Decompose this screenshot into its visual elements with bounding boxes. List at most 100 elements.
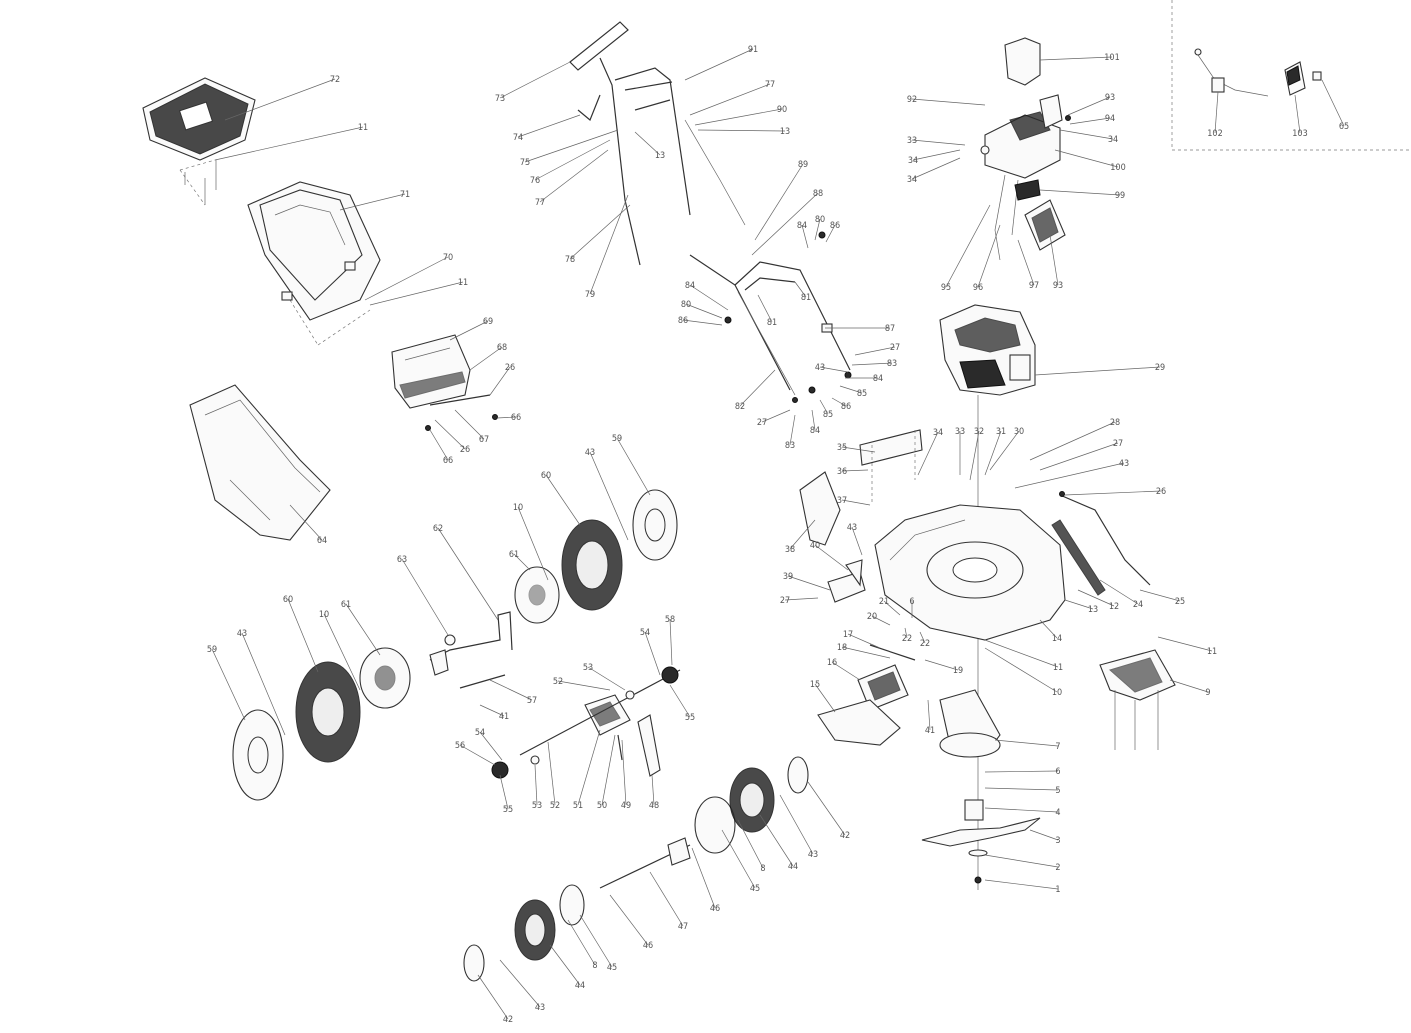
leader-line-85b: [819, 399, 829, 415]
leader-line-84a: [689, 284, 729, 311]
leader-line-75: [524, 129, 619, 163]
leader-line-60a: [287, 598, 319, 673]
part-callout-8a: 8: [592, 961, 597, 971]
leader-line-43d: [241, 632, 286, 736]
drive-belt: [617, 714, 661, 777]
leader-line-91: [684, 48, 754, 81]
leader-line-84d: [811, 409, 816, 431]
leader-line-39: [787, 575, 831, 591]
rear-flap-bracket: [859, 429, 923, 505]
part-callout-54a: 54: [640, 628, 650, 638]
part-callout-96: 96: [973, 283, 983, 293]
leader-line-53b: [534, 764, 538, 806]
part-callout-8b: 8: [760, 864, 765, 874]
rear-wheel-left: [232, 647, 411, 801]
leader-line-11b: [369, 281, 464, 306]
part-callout-27d: 27: [780, 596, 790, 606]
leader-line-62: [437, 527, 499, 621]
part-callout-68: 68: [497, 343, 507, 353]
leader-line-74: [517, 114, 581, 138]
leader-line-99: [1039, 189, 1121, 196]
part-callout-26b: 26: [460, 445, 470, 455]
leader-line-60b: [545, 474, 581, 526]
leader-line-59a: [211, 648, 246, 721]
leader-line-32: [969, 430, 980, 481]
leader-line-29: [1034, 366, 1161, 376]
leader-line-10a: [984, 647, 1058, 693]
leader-line-80b: [814, 218, 821, 241]
part-callout-90: 90: [777, 105, 787, 115]
part-callout-53a: 53: [583, 663, 593, 673]
part-callout-67: 67: [479, 435, 489, 445]
leader-line-71: [339, 193, 406, 211]
part-callout-43g: 43: [808, 850, 818, 860]
leader-line-81b: [794, 281, 807, 298]
gearbox: [491, 666, 681, 779]
part-callout-47: 47: [678, 922, 688, 932]
part-callout-59b: 59: [612, 434, 622, 444]
blade: [921, 817, 1041, 884]
part-callout-10a: 10: [1052, 688, 1062, 698]
engine-control-wiring: [994, 174, 1041, 261]
part-callout-85a: 85: [857, 389, 867, 399]
leader-line-43g: [779, 794, 814, 855]
leader-line-86c: [831, 397, 847, 407]
part-callout-88: 88: [813, 189, 823, 199]
part-callout-80a: 80: [681, 300, 691, 310]
leader-line-13b: [634, 131, 661, 156]
part-callout-33a: 33: [907, 136, 917, 146]
leader-line-54a: [644, 631, 661, 676]
part-callout-85b: 85: [823, 410, 833, 420]
leader-line-43a: [819, 366, 849, 373]
part-callout-84d: 84: [810, 426, 820, 436]
part-callout-45b: 45: [750, 884, 760, 894]
rear-flap: [391, 334, 498, 431]
front-axle: [599, 837, 691, 889]
leader-line-22b: [919, 631, 926, 644]
part-callout-43c: 43: [847, 523, 857, 533]
leader-line-78: [569, 204, 631, 260]
leader-line-24: [1099, 579, 1139, 605]
part-callout-14: 14: [1052, 634, 1062, 644]
part-callout-45a: 45: [607, 963, 617, 973]
leader-line-79: [589, 194, 629, 295]
part-callout-61b: 61: [509, 550, 519, 560]
callout-labels: 7211717011737475767791779013138988787984…: [207, 45, 1349, 1025]
part-callout-22b: 22: [920, 639, 930, 649]
part-callout-12: 12: [1109, 602, 1119, 612]
leader-line-27a: [854, 346, 896, 356]
part-callout-101: 101: [1104, 53, 1119, 63]
part-callout-89: 89: [798, 160, 808, 170]
part-callout-102: 102: [1207, 129, 1222, 139]
upper-handle: [569, 21, 691, 266]
part-callout-19: 19: [953, 666, 963, 676]
leader-line-2: [984, 854, 1059, 868]
part-callout-26c: 26: [1156, 487, 1166, 497]
part-callout-74: 74: [513, 133, 523, 143]
leader-line-73: [499, 61, 571, 99]
part-callout-38: 38: [785, 545, 795, 555]
part-callout-59a: 59: [207, 645, 217, 655]
part-callout-55a: 55: [685, 713, 695, 723]
accessory-inset-frame: [1171, 0, 1411, 151]
part-callout-72: 72: [330, 75, 340, 85]
leader-line-86b: [825, 224, 836, 243]
part-callout-100: 100: [1110, 163, 1125, 173]
part-callout-34a: 34: [1108, 135, 1118, 145]
part-callout-6: 6: [909, 597, 914, 607]
leader-line-57: [489, 679, 533, 701]
part-callout-60b: 60: [541, 471, 551, 481]
blade-adapter-assy: [939, 689, 1001, 821]
leader-line-1: [984, 879, 1059, 890]
leader-line-95: [945, 204, 991, 288]
leader-line-46b: [691, 847, 716, 909]
leader-line-96: [977, 224, 1001, 288]
part-callout-21: 21: [879, 597, 889, 607]
leader-line-26c: [1064, 490, 1162, 496]
part-callout-73: 73: [495, 94, 505, 104]
leader-line-10b: [323, 613, 361, 691]
part-callout-25: 25: [1175, 597, 1185, 607]
leader-line-50: [601, 734, 616, 806]
part-callout-48: 48: [649, 801, 659, 811]
